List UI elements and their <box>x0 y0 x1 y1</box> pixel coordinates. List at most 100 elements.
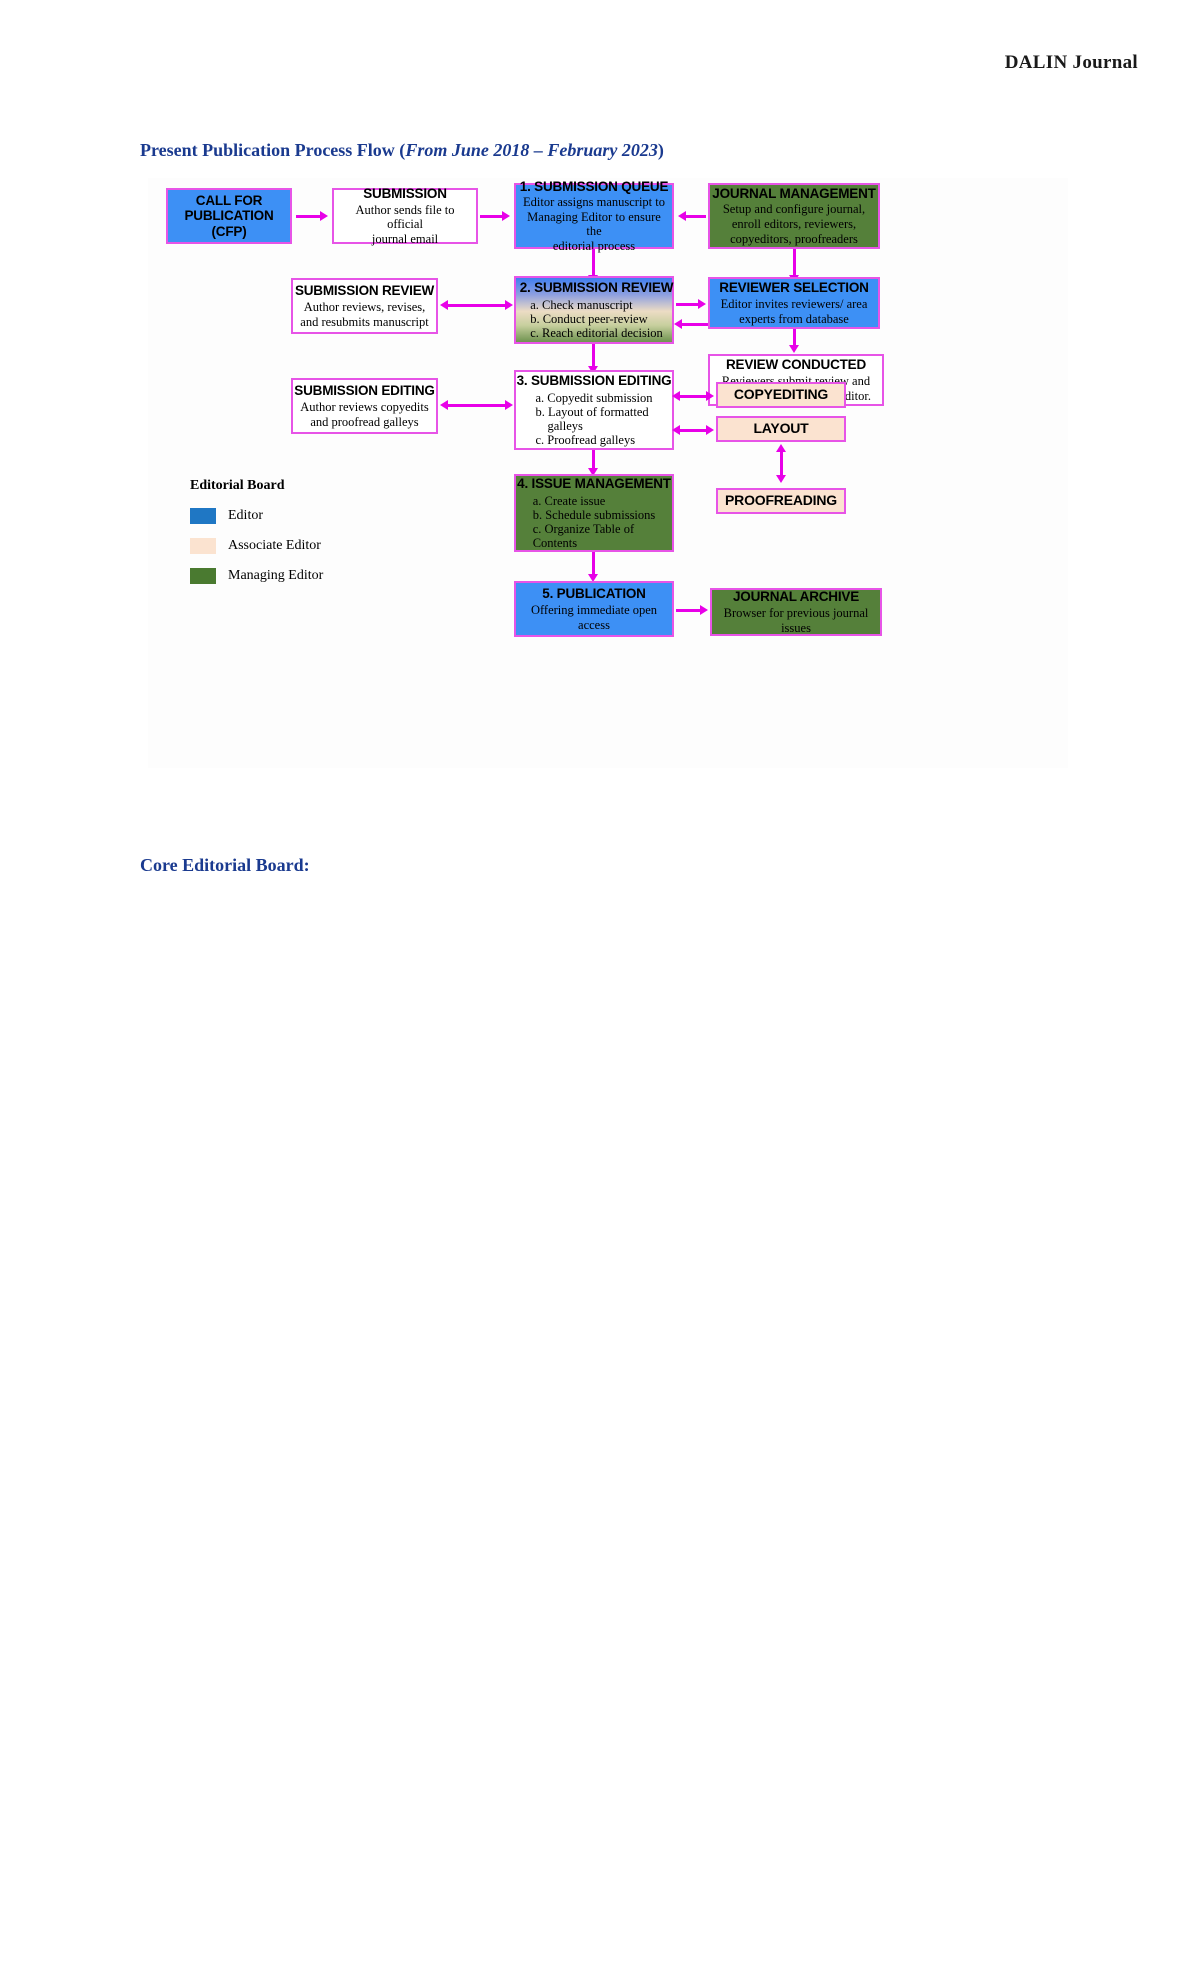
sub-editing-author-line-1: Author reviews copyedits <box>300 399 429 414</box>
sub-review-heading: 2. SUBMISSION REVIEW <box>519 280 674 296</box>
arrowhead-submission-to-queue <box>502 211 510 221</box>
legend-item-associate-editor: Associate Editor <box>190 538 323 554</box>
submission-heading: SUBMISSION <box>363 186 447 202</box>
submission-line-2: journal email <box>371 231 439 246</box>
node-journal-management: JOURNAL MANAGEMENT Setup and configure j… <box>708 183 880 249</box>
reviewer-selection-line-2: experts from database <box>739 311 849 326</box>
arrowhead-review-to-reviewer-selection <box>698 299 706 309</box>
node-layout: LAYOUT <box>716 416 846 442</box>
issue-mgmt-step-b: b. Schedule submissions <box>532 507 656 522</box>
cfp-line-2: PUBLICATION <box>184 208 274 224</box>
sub-review-author-line-1: Author reviews, revises, <box>303 299 426 314</box>
sub-editing-author-line-2: and proofread galleys <box>310 414 419 429</box>
node-submission-review: 2. SUBMISSION REVIEW a. Check manuscript… <box>514 276 674 344</box>
arrow-journal-mgmt-to-reviewer-selection <box>793 249 796 277</box>
page-header: DALIN Journal <box>1004 52 1138 73</box>
flow-title-suffix: ) <box>657 140 664 160</box>
sub-review-author-heading: SUBMISSION REVIEW <box>294 283 435 299</box>
arrowhead-review-conducted-to-review <box>674 319 682 329</box>
legend-label-associate-editor: Associate Editor <box>228 538 321 553</box>
arrowhead-layout-proofreading-up <box>776 444 786 452</box>
node-issue-management: 4. ISSUE MANAGEMENT a. Create issue b. S… <box>514 474 674 552</box>
journal-archive-line-1: Browser for previous journal <box>723 605 869 620</box>
queue-line-2: Managing Editor to ensure the <box>527 210 661 239</box>
arrow-submission-to-queue <box>480 215 504 218</box>
sub-review-steps: a. Check manuscript b. Conduct peer-revi… <box>530 298 663 340</box>
arrow-layout-to-proofreading <box>780 448 783 478</box>
arrowhead-layout-proofreading-down <box>776 475 786 483</box>
node-publication: 5. PUBLICATION Offering immediate open a… <box>514 581 674 637</box>
sub-review-step-a: a. Check manuscript <box>530 297 633 312</box>
arrow-editing-to-copyediting <box>678 395 708 398</box>
sub-editing-steps: a. Copyedit submission b. Layout of form… <box>535 391 652 447</box>
publication-process-flowchart: CALL FOR PUBLICATION (CFP) SUBMISSION Au… <box>148 178 1068 768</box>
arrowhead-cfp-to-submission <box>320 211 328 221</box>
sub-review-author-line-2: and resubmits manuscript <box>300 314 429 329</box>
arrowhead-author-editing-left <box>440 400 448 410</box>
node-submission-review-author: SUBMISSION REVIEW Author reviews, revise… <box>291 278 438 334</box>
arrowhead-editing-to-issue-mgmt <box>588 468 598 476</box>
arrow-review-conducted-to-review <box>680 323 708 326</box>
journal-mgmt-line-2: enroll editors, reviewers, <box>731 217 857 232</box>
cfp-line-3: (CFP) <box>211 223 247 239</box>
flow-diagram-title: Present Publication Process Flow (From J… <box>140 140 664 161</box>
arrowhead-editing-copyediting-left <box>672 391 680 401</box>
issue-mgmt-step-a: a. Create issue <box>532 493 606 508</box>
publication-line-1: Offering immediate open <box>530 602 658 617</box>
reviewer-selection-line-1: Editor invites reviewers/ area <box>720 296 868 311</box>
flow-title-range: From June 2018 – February 2023 <box>405 140 658 160</box>
queue-line-1: Editor assigns manuscript to <box>523 195 665 210</box>
arrow-author-editing-bidirectional <box>446 404 506 407</box>
queue-heading: 1. SUBMISSION QUEUE <box>519 178 669 194</box>
journal-archive-heading: JOURNAL ARCHIVE <box>732 589 859 605</box>
sub-review-step-c: c. Reach editorial decision <box>530 325 663 340</box>
issue-mgmt-steps: a. Create issue b. Schedule submissions … <box>533 494 656 550</box>
legend-swatch-associate-editor <box>190 538 216 554</box>
legend-swatch-editor <box>190 508 216 524</box>
arrow-review-to-editing <box>592 344 595 368</box>
sub-editing-heading: 3. SUBMISSION EDITING <box>516 373 672 389</box>
arrowhead-author-review-right <box>505 300 513 310</box>
sub-editing-step-a: a. Copyedit submission <box>535 390 653 405</box>
arrowhead-author-editing-right <box>505 400 513 410</box>
legend-title: Editorial Board <box>190 478 285 493</box>
queue-line-3: editorial process <box>552 239 636 254</box>
sub-editing-step-b: b. Layout of formatted <box>535 404 649 419</box>
submission-line-1: Author sends file to official <box>355 202 455 231</box>
issue-mgmt-step-c: c. Organize Table of <box>532 521 635 536</box>
arrowhead-editing-layout-right <box>706 425 714 435</box>
node-call-for-publication: CALL FOR PUBLICATION (CFP) <box>166 188 292 244</box>
arrowhead-issue-mgmt-to-publication <box>588 574 598 582</box>
journal-mgmt-line-3: copyeditors, proofreaders <box>730 232 858 247</box>
core-editorial-board-title: Core Editorial Board: <box>140 855 310 875</box>
node-submission-editing: 3. SUBMISSION EDITING a. Copyedit submis… <box>514 370 674 450</box>
legend-label-managing-editor: Managing Editor <box>228 568 324 583</box>
journal-archive-line-2: issues <box>781 620 811 635</box>
publication-line-2: access <box>578 617 610 632</box>
issue-mgmt-step-c-cont: Contents <box>532 535 578 550</box>
arrow-publication-to-archive <box>676 609 704 612</box>
legend-label-editor: Editor <box>228 508 263 523</box>
node-journal-archive: JOURNAL ARCHIVE Browser for previous jou… <box>710 588 882 636</box>
cfp-line-1: CALL FOR <box>195 193 263 209</box>
arrow-issue-mgmt-to-publication <box>592 552 595 576</box>
legend-item-editor: Editor <box>190 508 323 524</box>
flow-title-prefix: Present Publication Process Flow ( <box>140 140 406 160</box>
legend: Editorial Board Editor Associate Editor … <box>190 478 323 598</box>
sub-editing-author-heading: SUBMISSION EDITING <box>294 383 435 399</box>
sub-editing-step-b-cont: galleys <box>547 418 583 433</box>
arrow-queue-to-review <box>592 249 595 277</box>
journal-mgmt-heading: JOURNAL MANAGEMENT <box>712 185 876 201</box>
arrowhead-reviewer-selection-to-review-conducted <box>789 345 799 353</box>
node-submission-editing-author: SUBMISSION EDITING Author reviews copyed… <box>291 378 438 434</box>
proofreading-heading: PROOFREADING <box>725 492 837 509</box>
issue-mgmt-heading: 4. ISSUE MANAGEMENT <box>517 476 671 492</box>
node-submission: SUBMISSION Author sends file to official… <box>332 186 478 246</box>
arrow-review-to-reviewer-selection <box>676 303 700 306</box>
legend-item-managing-editor: Managing Editor <box>190 568 323 584</box>
node-reviewer-selection: REVIEWER SELECTION Editor invites review… <box>708 277 880 329</box>
sub-editing-step-c: c. Proofread galleys <box>535 432 636 447</box>
arrowhead-publication-to-archive <box>700 605 708 615</box>
legend-swatch-managing-editor <box>190 568 216 584</box>
arrow-author-review-bidirectional <box>446 304 506 307</box>
